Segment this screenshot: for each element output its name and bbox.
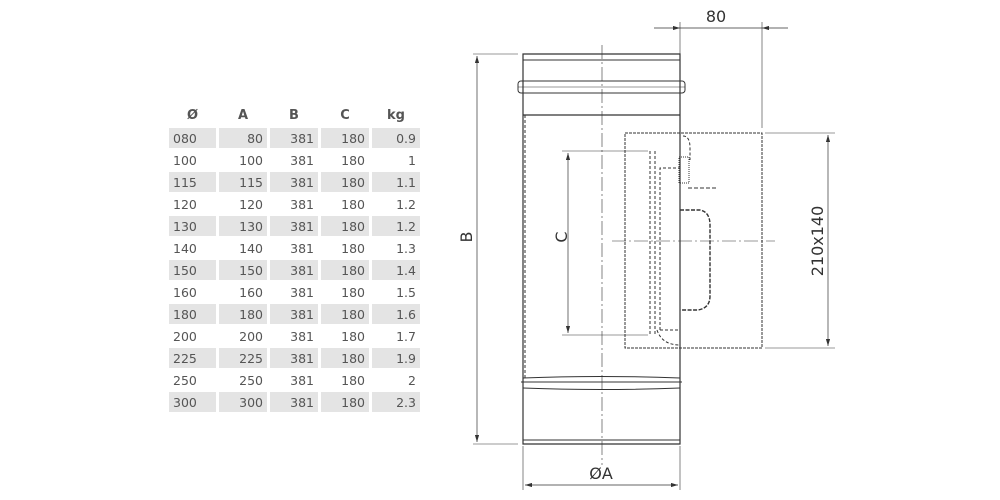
label-diameter: ØA [589,464,613,483]
table-cell: 381 [290,152,314,168]
table-cell: 180 [321,304,369,324]
table-cell: 381 [290,328,314,344]
table-cell: 1.2 [372,216,420,236]
table-cell: 225 [169,348,216,368]
dimension-door-size: 210x140 [765,132,835,349]
table-cell: 160 [239,284,263,300]
table-cell: 2.3 [372,392,420,412]
table-cell: 381 [270,172,318,192]
table-cell: 180 [321,260,369,280]
column-header: B [289,107,299,123]
table-cell: 300 [169,392,216,412]
table-cell: 130 [219,216,267,236]
table-cell: 115 [169,172,216,192]
table-cell: 250 [173,372,197,388]
table-cell: 381 [270,216,318,236]
table-cell: 180 [321,392,369,412]
table-cell: 1.9 [372,348,420,368]
column-header: A [237,107,249,123]
table-cell: 180 [341,372,365,388]
dimension-b: B [457,53,518,445]
label-80: 80 [706,7,726,26]
table-cell: 130 [169,216,216,236]
table-cell: 300 [219,392,267,412]
table-cell: 180 [341,196,365,212]
table-cell: 1.7 [396,328,416,344]
table-cell: 150 [169,260,216,280]
table-cell: 200 [239,328,263,344]
table-cell: 1.6 [372,304,420,324]
table-cell: 200 [173,328,197,344]
table-row: 200 200 381 180 1.7 [169,326,420,346]
table-cell: 1.5 [396,284,416,300]
table-cell: 180 [321,172,369,192]
table-cell: 120 [239,196,263,212]
table-cell: 80 [219,128,267,148]
table-cell: 180 [341,240,365,256]
table-cell: 1.4 [372,260,420,280]
table-cell: 140 [239,240,263,256]
table-cell: 1.1 [372,172,420,192]
table-cell: 381 [270,128,318,148]
pipe-body [517,53,686,445]
table-cell: 180 [321,348,369,368]
table-cell: 140 [173,240,197,256]
table-cell: 120 [173,196,197,212]
label-b: B [457,232,476,243]
dimension-c: C [552,150,648,336]
table-cell: 100 [173,152,197,168]
dimension-80: 80 [654,7,788,128]
inspection-door [624,132,763,349]
label-c: C [552,231,571,242]
table-cell: 381 [290,372,314,388]
table-cell: 381 [290,240,314,256]
label-door-size: 210x140 [808,206,827,277]
table-cell: 180 [341,328,365,344]
table-cell: 180 [169,304,216,324]
table-row: 140 140 381 180 1.3 [169,238,420,258]
table-cell: 1 [408,152,416,168]
table-row: 100 100 381 180 1 [169,150,420,170]
table-row: 160 160 381 180 1.5 [169,282,420,302]
table-cell: 381 [270,260,318,280]
table-cell: 381 [270,392,318,412]
table-cell: 1.3 [396,240,416,256]
table-cell: 180 [321,128,369,148]
column-header: C [340,107,350,123]
table-cell: 381 [290,196,314,212]
table-cell: 381 [270,348,318,368]
table-cell: 180 [219,304,267,324]
table-cell: 2 [408,372,416,388]
table-cell: 225 [219,348,267,368]
column-header: kg [387,107,405,123]
table-cell: 0.9 [372,128,420,148]
table-cell: 250 [239,372,263,388]
dimension-diameter: ØA [522,446,681,490]
table-cell: 1.2 [396,196,416,212]
table-cell: 115 [219,172,267,192]
table-cell: 150 [219,260,267,280]
table-cell: 381 [290,284,314,300]
table-row: 120 120 381 180 1.2 [169,194,420,214]
table-cell: 080 [169,128,216,148]
table-row: 250 250 381 180 2 [169,370,420,390]
table-cell: 100 [239,152,263,168]
table-cell: 381 [270,304,318,324]
table-cell: 180 [341,152,365,168]
table-cell: 160 [173,284,197,300]
column-header: Ø [186,107,199,123]
table-cell: 180 [341,284,365,300]
table-cell: 180 [321,216,369,236]
